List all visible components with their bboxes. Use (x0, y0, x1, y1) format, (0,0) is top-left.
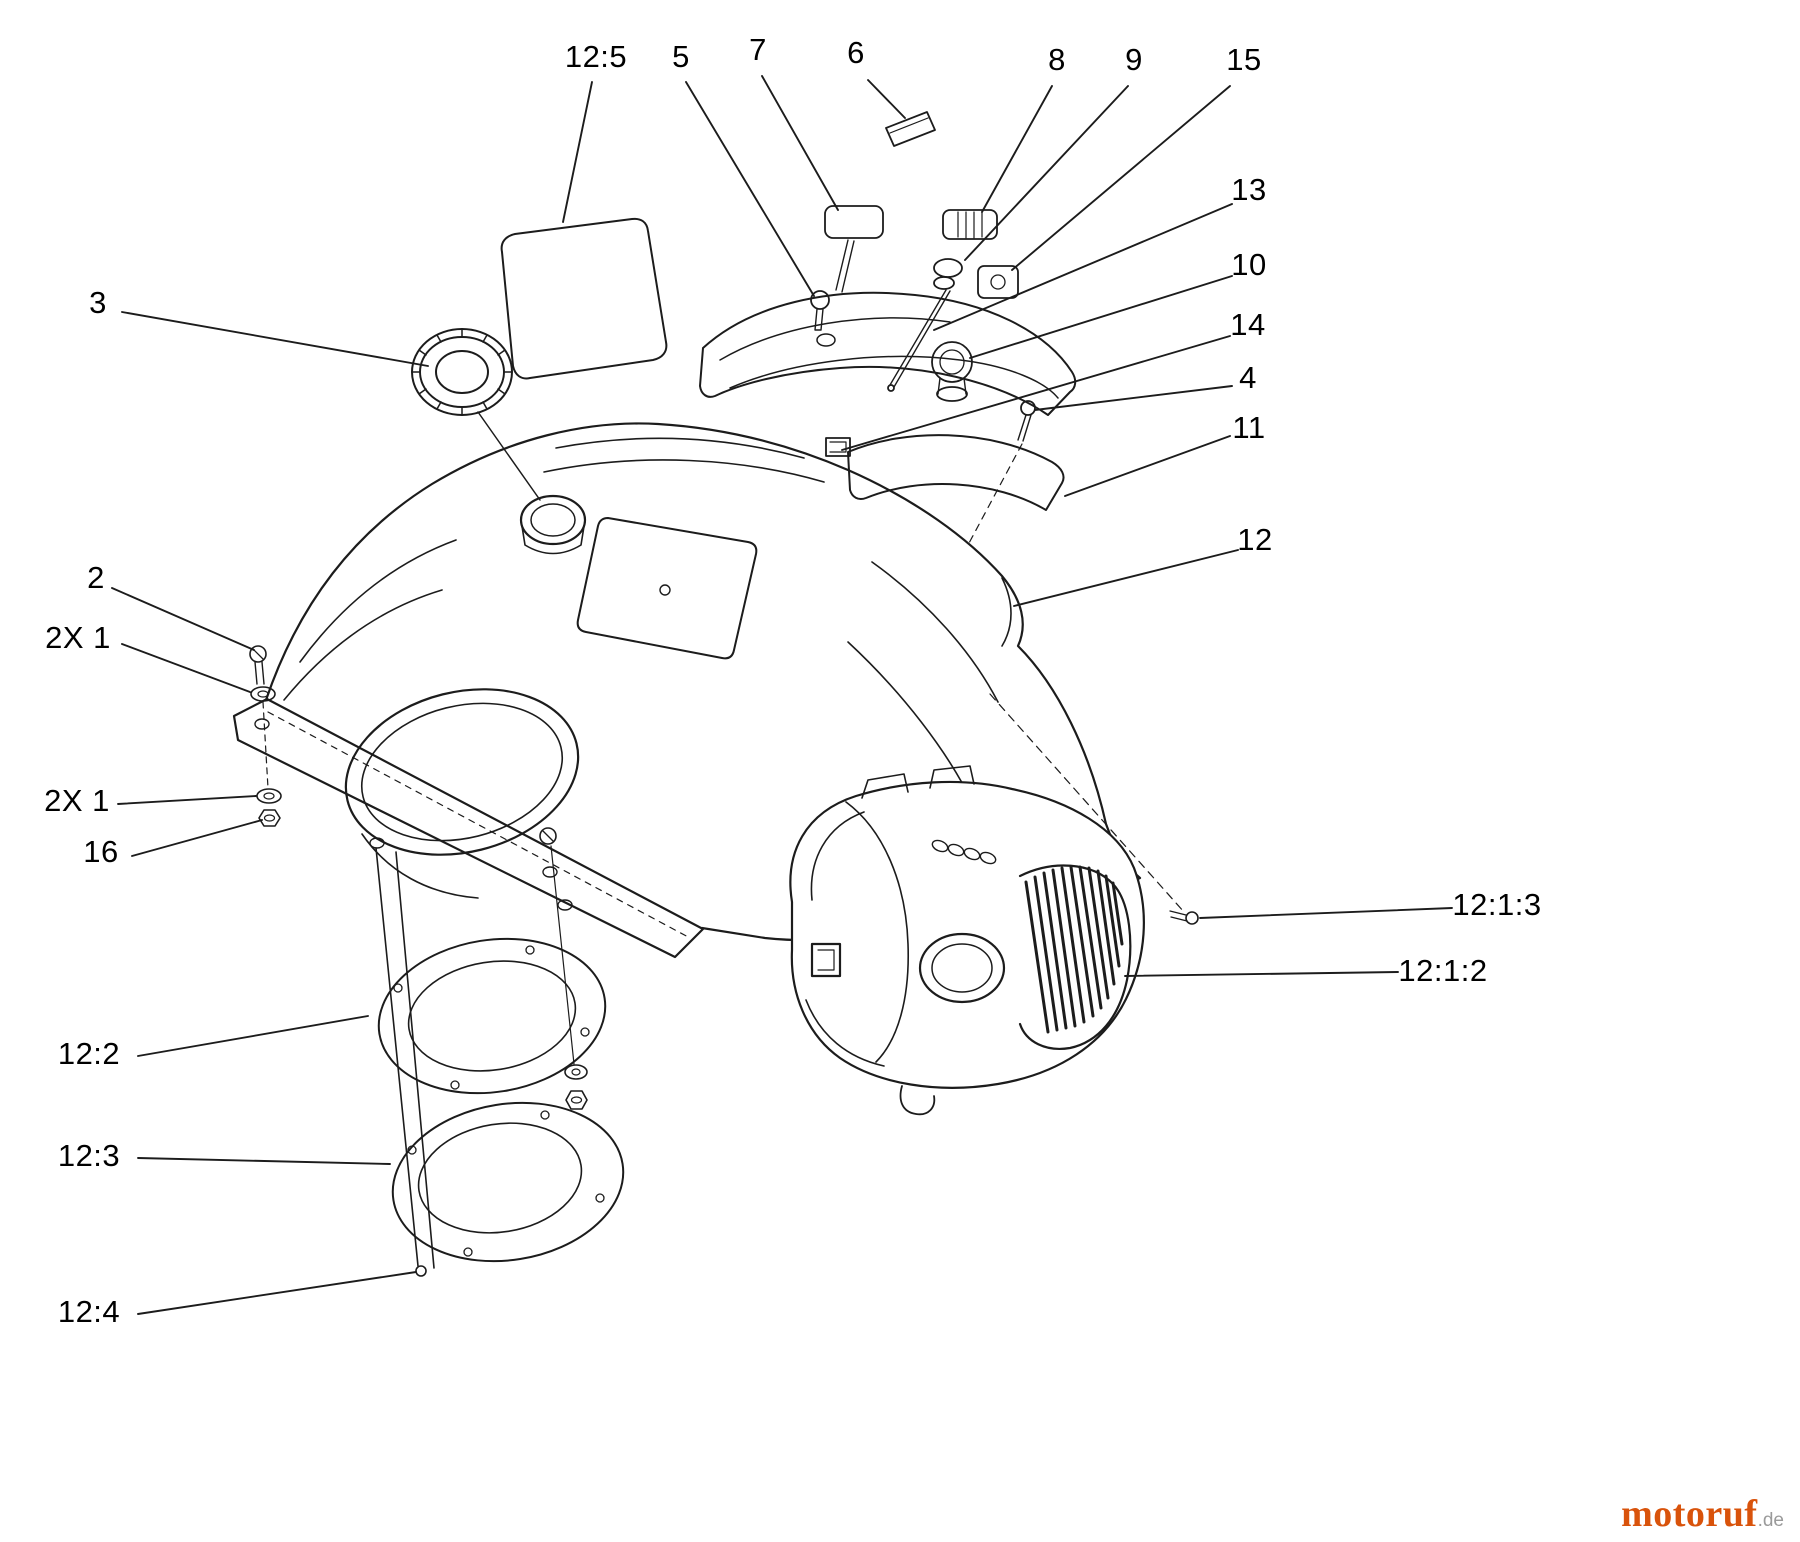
watermark-motoruf[interactable]: motoruf.de (1621, 1492, 1784, 1536)
callout-12-3: 12:3 (57, 1138, 121, 1173)
control-panel (699, 291, 1077, 416)
callout-2x1-a: 2X 1 (45, 620, 111, 655)
callout-2: 2 (87, 560, 105, 595)
callout-13: 13 (1231, 172, 1267, 207)
callout-12-2: 12:2 (57, 1036, 121, 1071)
ring-fasteners (375, 827, 588, 1277)
callout-2x1-b: 2X 1 (44, 783, 110, 818)
left-fastener-stack (249, 645, 282, 827)
callout-16: 16 (83, 834, 119, 869)
cover-screw (989, 693, 1199, 925)
fuel-cap (411, 328, 541, 501)
console-trim (847, 434, 1065, 511)
callout-15: 15 (1226, 42, 1262, 77)
callout-7: 7 (749, 32, 767, 67)
callout-9: 9 (1125, 42, 1143, 77)
callout-12-1-3: 12:1:3 (1452, 887, 1542, 922)
callout-12-5: 12:5 (564, 39, 628, 74)
callout-12-4: 12:4 (57, 1294, 121, 1329)
callout-6: 6 (847, 35, 865, 70)
callout-14: 14 (1230, 307, 1266, 342)
callout-11: 11 (1232, 410, 1266, 445)
small-parts-cluster (810, 111, 1036, 546)
chute-rings (377, 937, 625, 1263)
callout-4: 4 (1239, 360, 1257, 395)
callout-12-1-2: 12:1:2 (1398, 953, 1488, 988)
callout-5: 5 (672, 39, 690, 74)
grille-bars (1024, 865, 1124, 1034)
callout-8: 8 (1048, 42, 1066, 77)
watermark-brand-text: motoruf (1621, 1493, 1758, 1535)
callout-3: 3 (89, 285, 107, 320)
engine-cover (789, 765, 1145, 1116)
callout-12: 12 (1237, 522, 1273, 557)
leader-lines (111, 75, 1453, 1315)
decal-sheet (500, 217, 668, 380)
watermark-suffix-text: .de (1757, 1510, 1784, 1531)
callout-10: 10 (1231, 247, 1267, 282)
